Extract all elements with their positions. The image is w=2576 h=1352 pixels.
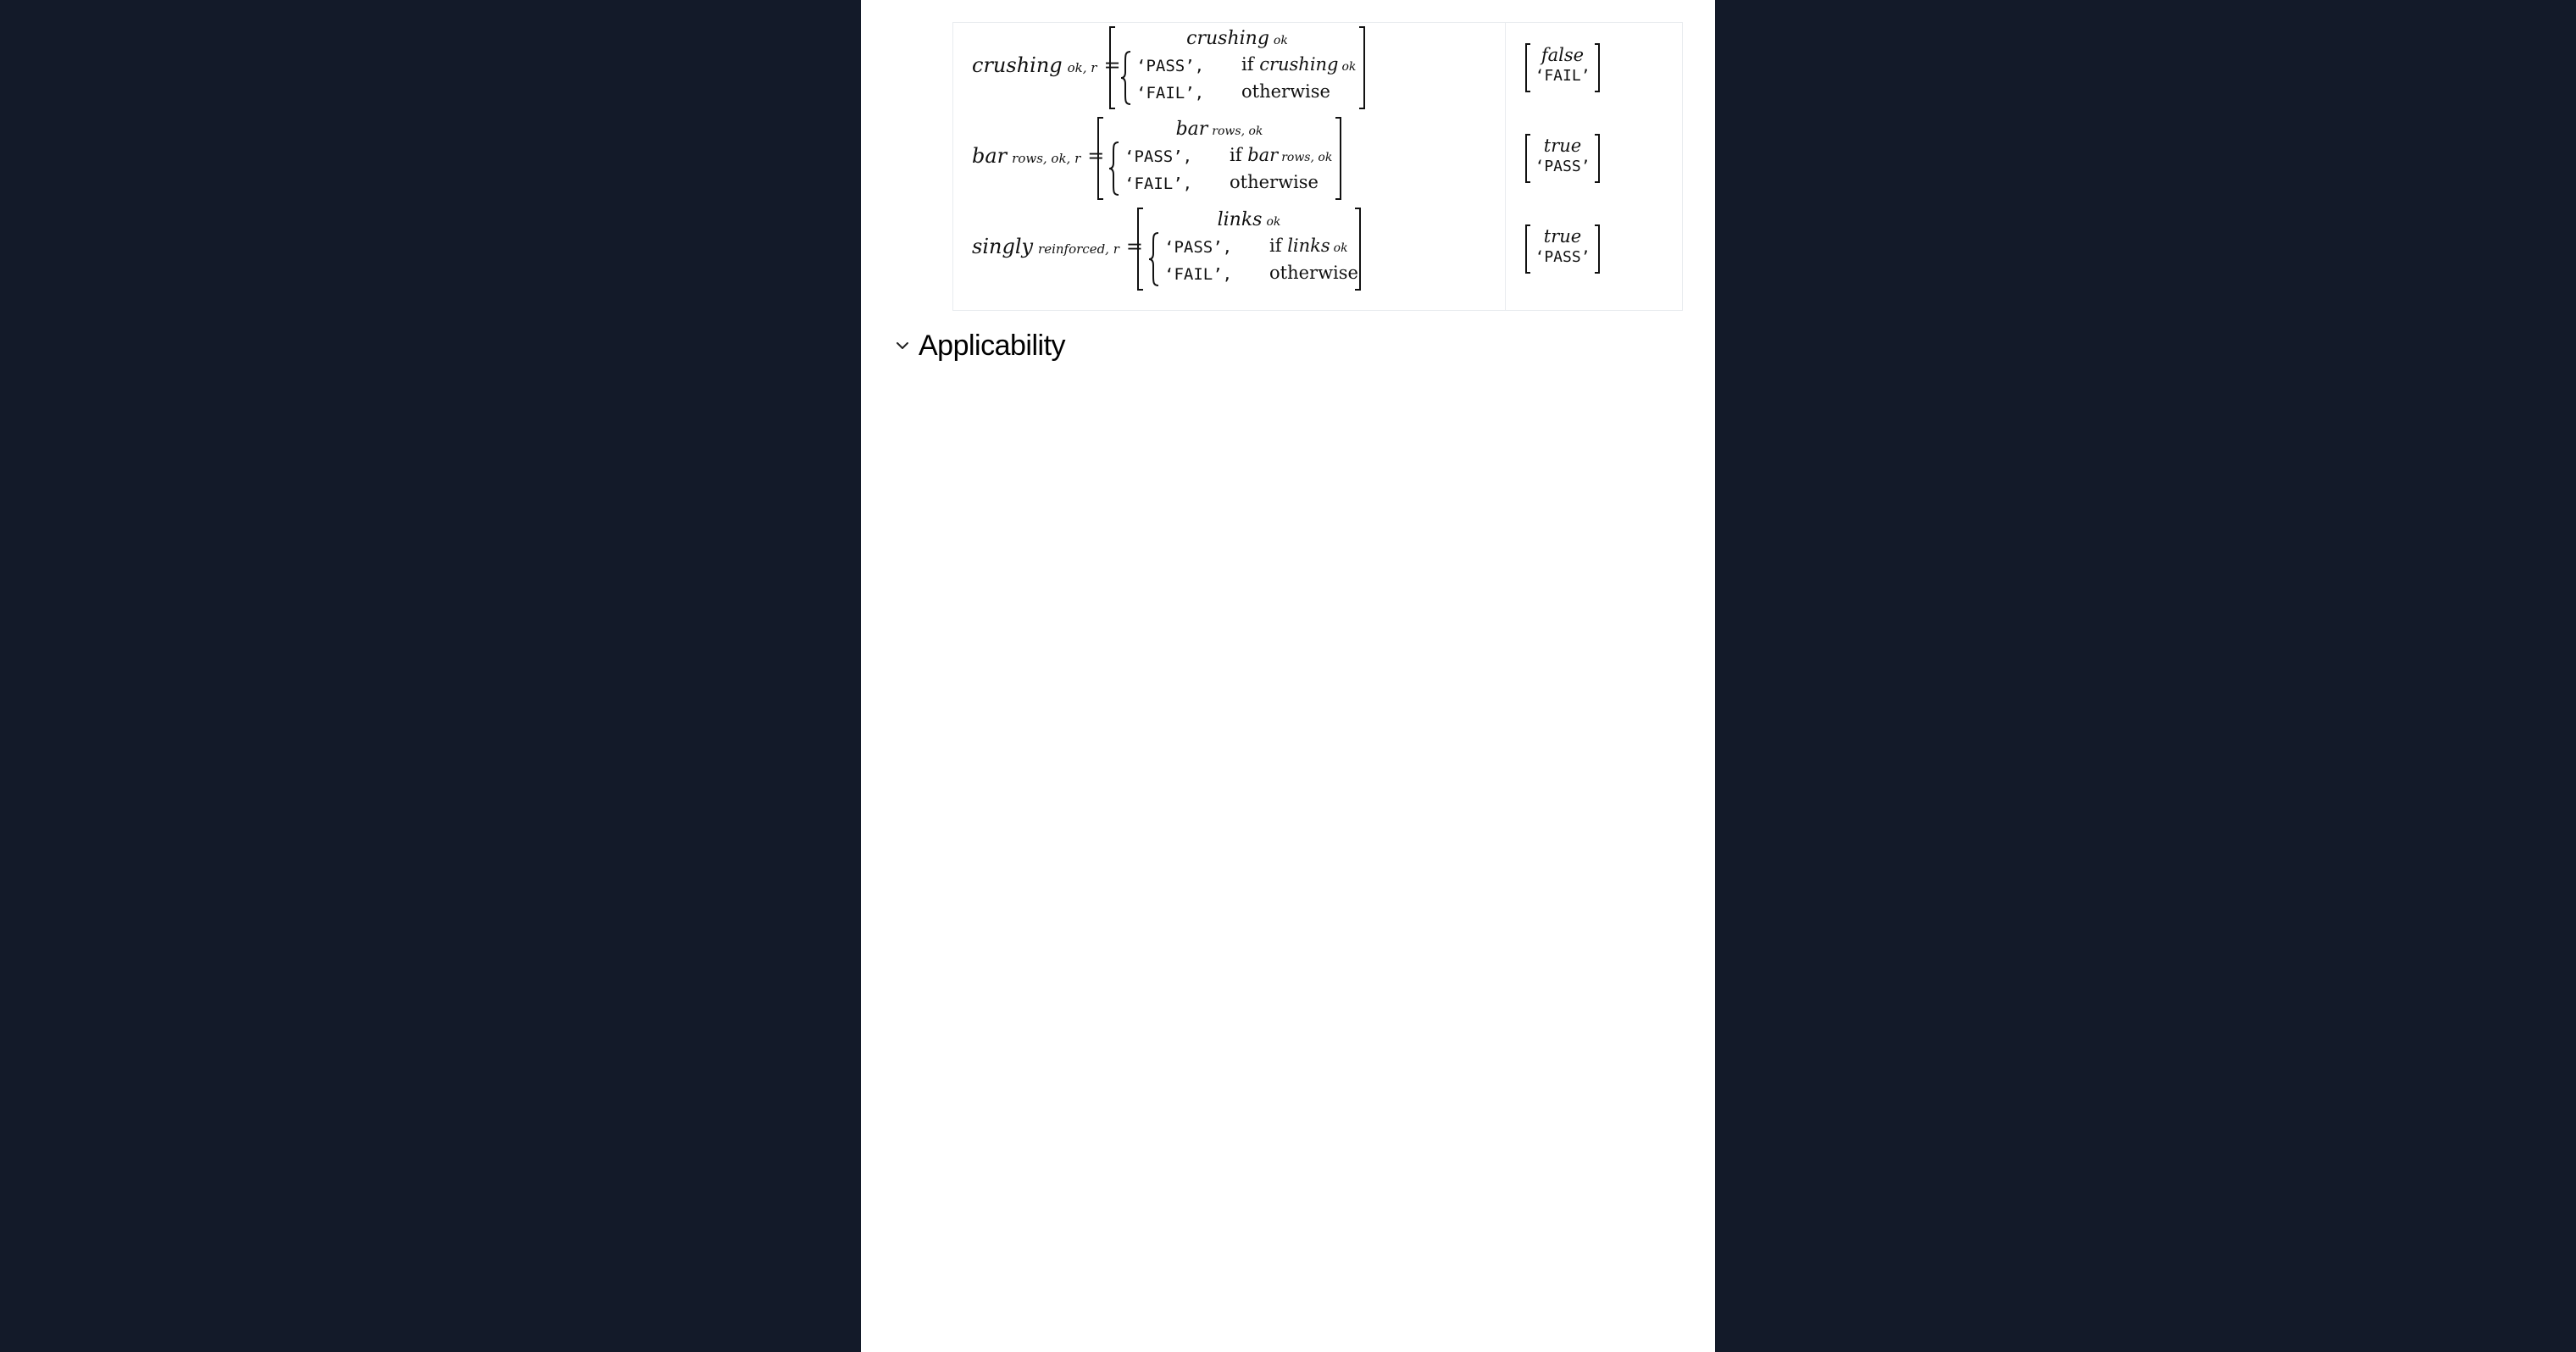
lhs-variable: bar xyxy=(972,144,1008,168)
result-matrix: true ‘PASS’ xyxy=(1525,134,1600,183)
result-status: ‘PASS’ xyxy=(1535,158,1591,175)
right-bracket xyxy=(1359,26,1365,109)
fail-label: ‘FAIL’, xyxy=(1124,175,1193,193)
left-curly-brace xyxy=(1120,51,1131,105)
equation-lhs: bar rows, ok, r = xyxy=(972,144,1104,168)
equation-lhs: crushing ok, r = xyxy=(972,53,1121,77)
result-value: false xyxy=(1541,45,1585,65)
equals-sign: = xyxy=(1087,144,1105,168)
left-curly-brace xyxy=(1148,232,1159,286)
result-value: true xyxy=(1543,226,1582,247)
left-bracket xyxy=(1097,117,1103,200)
pass-label: ‘PASS’, xyxy=(1164,238,1233,257)
fail-condition: otherwise xyxy=(1230,172,1319,192)
result-status: ‘FAIL’ xyxy=(1535,67,1591,85)
fail-label: ‘FAIL’, xyxy=(1136,84,1205,103)
lhs-variable: crushing xyxy=(972,53,1063,77)
left-bracket xyxy=(1109,26,1115,109)
case-fail: ‘FAIL’, otherwise xyxy=(1124,172,1319,193)
lhs-subscript: reinforced, r xyxy=(1038,241,1119,257)
chevron-down-icon[interactable] xyxy=(895,338,910,353)
result-status: ‘PASS’ xyxy=(1535,248,1591,266)
fail-condition: otherwise xyxy=(1241,81,1330,102)
section-toggle-applicability[interactable]: Applicability xyxy=(895,327,1066,364)
lhs-subscript: ok, r xyxy=(1067,60,1097,75)
pass-label: ‘PASS’, xyxy=(1124,147,1193,166)
left-curly-brace xyxy=(1108,141,1119,196)
equals-sign: = xyxy=(1103,53,1121,77)
right-bracket xyxy=(1335,117,1341,200)
fail-label: ‘FAIL’, xyxy=(1164,265,1233,284)
lhs-subscript: rows, ok, r xyxy=(1012,151,1081,166)
column-divider xyxy=(1505,23,1506,310)
result-value: true xyxy=(1543,136,1582,156)
section-title[interactable]: Applicability xyxy=(919,329,1066,362)
fail-condition: otherwise xyxy=(1269,263,1358,283)
result-matrix: true ‘PASS’ xyxy=(1525,224,1600,274)
right-bracket xyxy=(1355,208,1361,291)
result-matrix: false ‘FAIL’ xyxy=(1525,43,1600,92)
case-fail: ‘FAIL’, otherwise xyxy=(1136,81,1330,103)
lhs-variable: singly xyxy=(972,235,1034,258)
case-fail: ‘FAIL’, otherwise xyxy=(1164,263,1358,284)
pass-label: ‘PASS’, xyxy=(1136,57,1205,75)
left-bracket xyxy=(1137,208,1143,291)
